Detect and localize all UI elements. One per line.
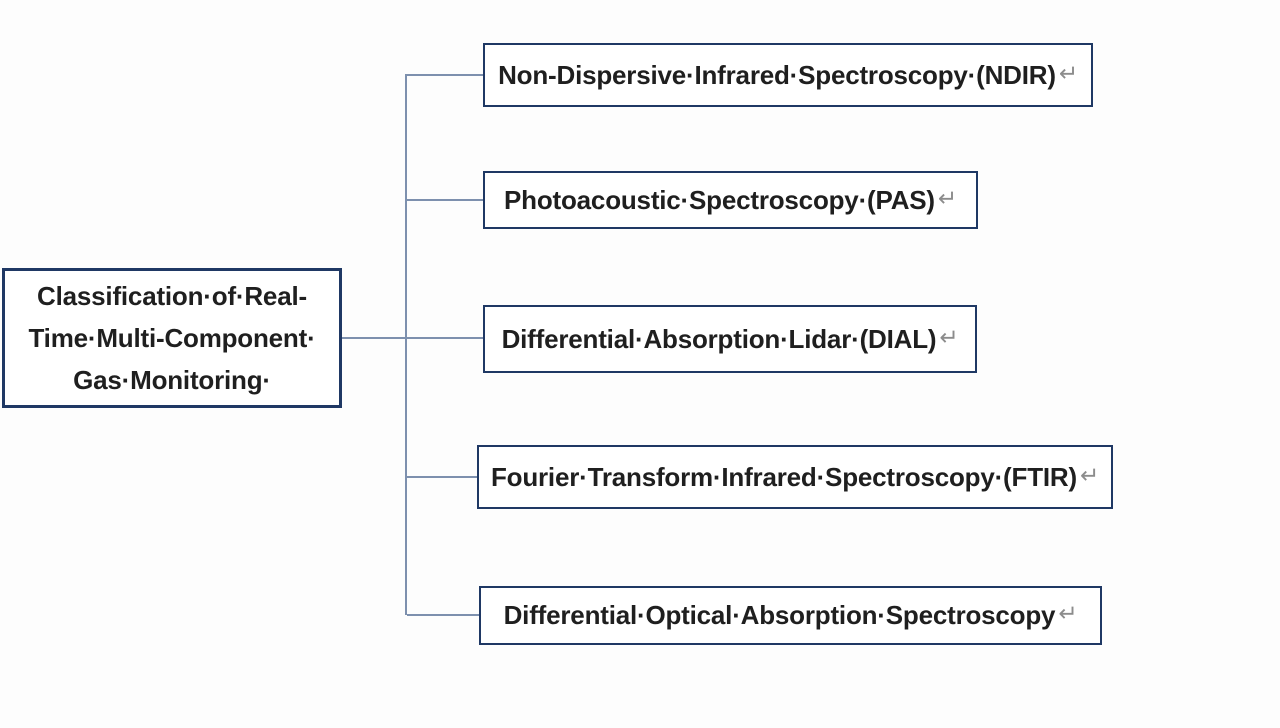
root-node-box[interactable]: Classification·of·Real- Time·Multi-Compo… — [2, 268, 342, 408]
node-box-ftir[interactable]: Fourier·Transform·Infrared·Spectroscopy·… — [477, 445, 1113, 509]
connector-branch-1-line — [407, 74, 483, 76]
node-box-ndir[interactable]: Non-Dispersive·Infrared·Spectroscopy·(ND… — [483, 43, 1093, 107]
return-formatting-mark-icon: ↵ — [1079, 461, 1100, 488]
return-formatting-mark-icon: ↵ — [1058, 600, 1078, 626]
node-label: Differential·Optical·Absorption·Spectros… — [503, 600, 1056, 630]
node-label: Fourier·Transform·Infrared·Spectroscopy·… — [490, 461, 1077, 492]
node-label: Differential·Absorption·Lidar·(DIAL) — [501, 323, 937, 354]
node-box-doas[interactable]: Differential·Optical·Absorption·Spectros… — [479, 586, 1102, 645]
connector-branch-5-line — [407, 614, 479, 616]
root-node-label-line-3: Gas·Monitoring· — [73, 365, 271, 395]
node-label: Non-Dispersive·Infrared·Spectroscopy·(ND… — [498, 59, 1056, 90]
connector-trunk-line — [405, 74, 407, 615]
node-label: Photoacoustic·Spectroscopy·(PAS) — [504, 184, 935, 215]
return-formatting-mark-icon: ↵ — [937, 184, 957, 211]
root-node-label-line-2: Time·Multi-Component· — [28, 323, 316, 353]
return-formatting-mark-icon: ↵ — [1058, 59, 1078, 86]
root-node-label-line-1: Classification·of·Real- — [37, 281, 307, 311]
node-box-pas[interactable]: Photoacoustic·Spectroscopy·(PAS) ↵ — [483, 171, 978, 229]
connector-root-line — [342, 337, 483, 339]
node-box-dial[interactable]: Differential·Absorption·Lidar·(DIAL) ↵ — [483, 305, 977, 373]
connector-branch-4-line — [407, 476, 477, 478]
connector-branch-2-line — [407, 199, 483, 201]
return-formatting-mark-icon: ↵ — [939, 323, 959, 350]
